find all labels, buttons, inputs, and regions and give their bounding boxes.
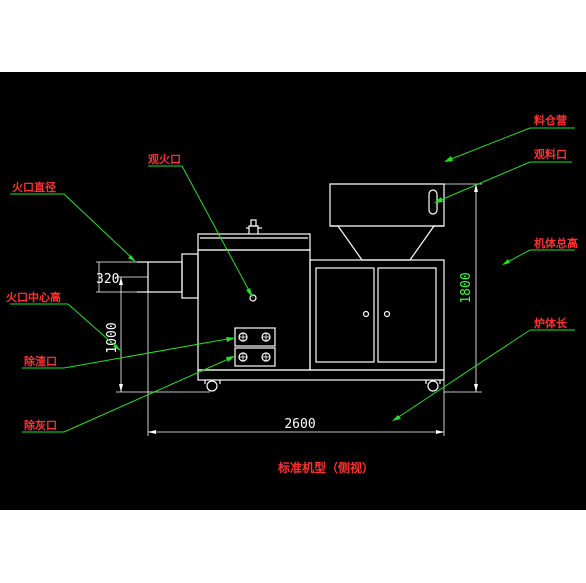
dimension-height-value: 1800 [459, 272, 474, 303]
fire-observation-port [249, 294, 257, 302]
label-hopper: 料仓营 [534, 113, 567, 127]
dimension-height: 1800 [444, 183, 482, 393]
dimension-length-value: 2600 [284, 417, 315, 432]
dimension-length: 2600 [147, 292, 445, 436]
label-slag-port: 除渣口 [24, 354, 57, 368]
leader-lines [10, 127, 575, 433]
left-wheel [204, 380, 221, 392]
furnace-lid [197, 233, 311, 251]
label-fire-diameter: 火口直径 [12, 180, 56, 194]
dimension-fire-diameter-value: 320 [96, 272, 119, 287]
door-knob-right [383, 310, 391, 318]
label-hopper-observation-port: 观料口 [534, 147, 567, 161]
drawing-caption: 标准机型（侧视） [277, 460, 374, 475]
cabinet-door-left [315, 267, 375, 363]
slag-port-plate [234, 327, 276, 347]
ash-port-plate [234, 347, 276, 367]
label-body-length: 炉体长 [534, 316, 568, 330]
label-total-height: 机体总高 [534, 236, 578, 250]
label-ash-port: 除灰口 [24, 418, 57, 432]
cabinet-door-right [377, 267, 437, 363]
door-knob-left [362, 310, 370, 318]
label-fire-observation-port: 观火口 [148, 153, 181, 166]
dimension-fire-diameter: 320 [96, 261, 148, 293]
drawing-background [0, 72, 586, 510]
port-bolts [238, 332, 271, 362]
label-fire-center-height: 火口中心高 [6, 290, 61, 304]
right-wheel [425, 380, 441, 392]
